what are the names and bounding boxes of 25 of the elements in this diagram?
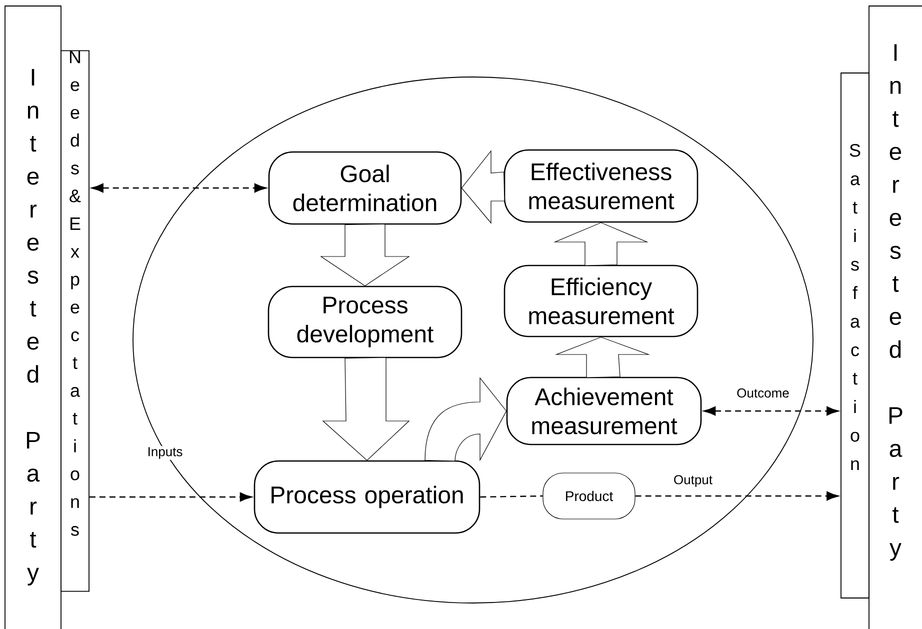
block-arrow <box>322 357 410 461</box>
product-box: Product <box>542 472 636 520</box>
edge-label: Output <box>672 474 714 488</box>
dashed-arrow <box>635 491 839 501</box>
block-arrow <box>554 336 650 378</box>
process-box: Process development <box>268 286 462 358</box>
block-arrow <box>554 222 648 266</box>
dashed-arrow <box>89 492 252 502</box>
vertical-text-bar: Satisfaction <box>840 72 870 598</box>
block-arrow <box>320 224 410 286</box>
edge-label: Inputs <box>146 446 184 460</box>
curved-block-arrow <box>424 378 507 462</box>
edge-label: Outcome <box>736 387 790 399</box>
vertical-text-bar: Needs&Expectations <box>60 50 90 592</box>
process-box: Achievement measurement <box>506 376 702 446</box>
dashed-arrow <box>704 406 839 416</box>
vertical-text-bar: Interested Party <box>4 6 62 629</box>
block-arrow <box>461 150 505 224</box>
dashed-arrow <box>91 183 266 193</box>
process-box: Goal determination <box>268 151 462 225</box>
process-box: Efficiency measurement <box>504 264 698 338</box>
process-box: Process operation <box>254 460 480 534</box>
vertical-text-bar: Interested Party <box>868 6 922 629</box>
ellipse <box>132 76 814 604</box>
process-box: Effectiveness measurement <box>504 149 698 223</box>
